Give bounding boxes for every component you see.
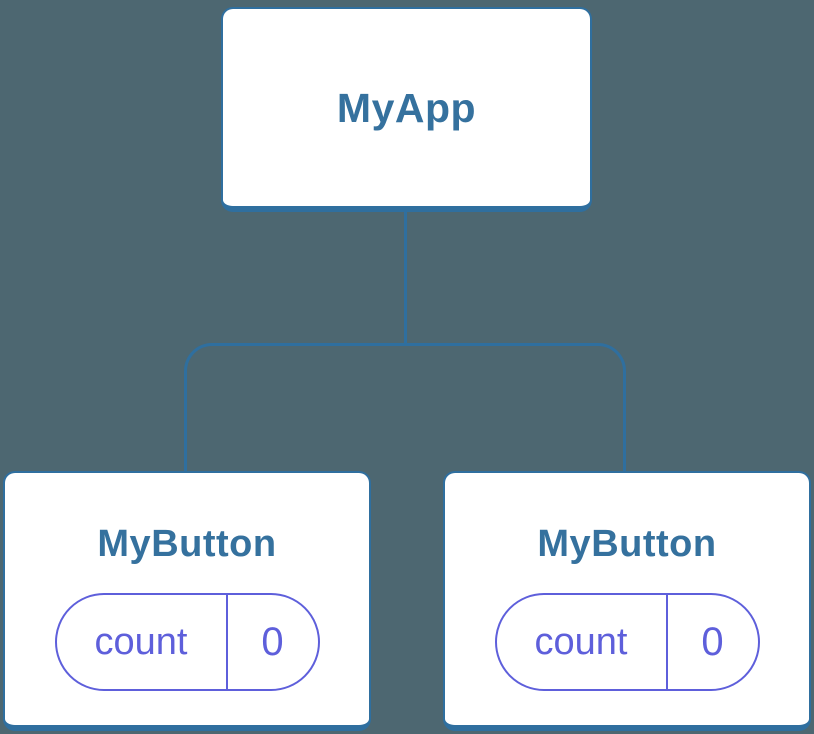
state-name: count — [57, 595, 228, 689]
state-value: 0 — [701, 619, 724, 664]
connector-bracket — [184, 343, 626, 471]
child-component-label: MyButton — [97, 523, 277, 565]
state-value: 0 — [261, 619, 284, 664]
component-node-child-left: MyButton count 0 — [3, 471, 371, 731]
state-name: count — [497, 595, 668, 689]
state-pill: count 0 — [54, 593, 320, 691]
child-component-label: MyButton — [537, 523, 717, 565]
component-node-root: MyApp — [221, 7, 592, 212]
root-component-label: MyApp — [336, 84, 477, 131]
component-node-child-right: MyButton count 0 — [443, 471, 811, 731]
state-pill: count 0 — [494, 593, 760, 691]
connector-stem — [404, 211, 407, 344]
